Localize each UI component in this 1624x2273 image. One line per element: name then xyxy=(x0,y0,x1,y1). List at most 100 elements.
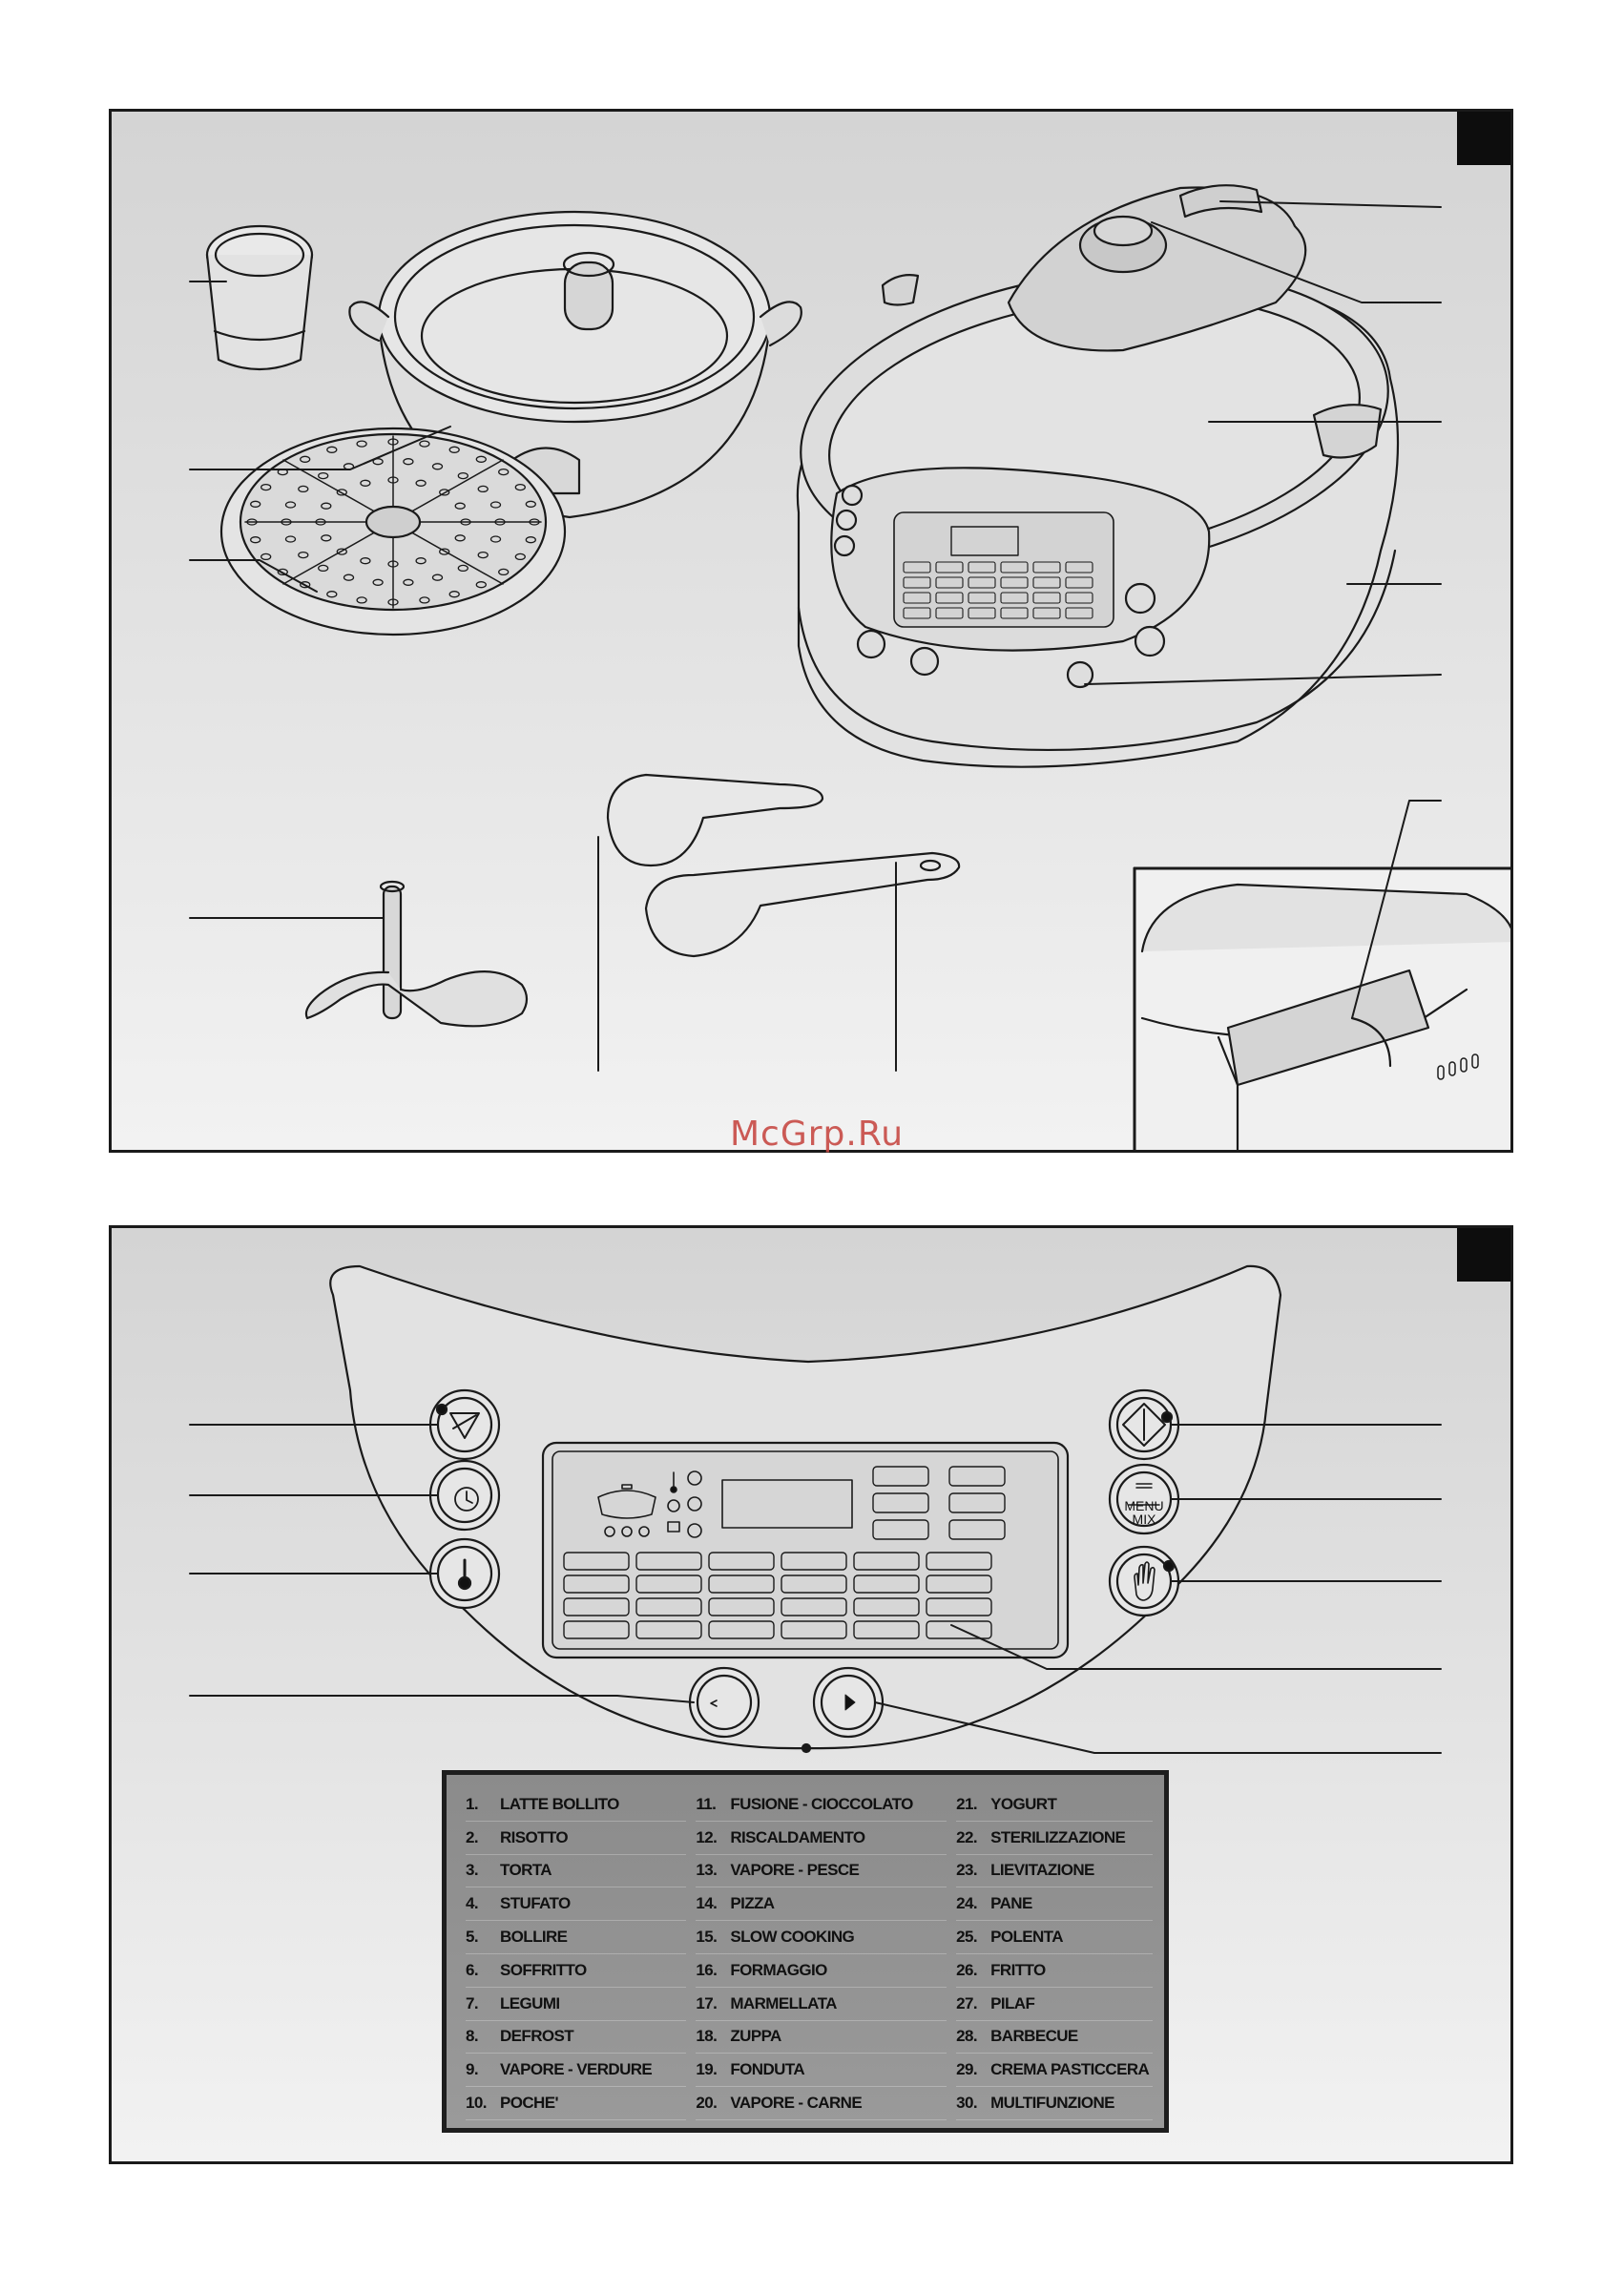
hour-plus-button[interactable] xyxy=(688,1666,760,1739)
program-number: 30. xyxy=(956,2094,977,2113)
thermometer-icon xyxy=(457,1558,472,1591)
basket-hole xyxy=(475,581,487,589)
lid-panel-key xyxy=(903,561,931,573)
program-label: FRITTO xyxy=(990,1960,1046,1979)
program-label: CREMA PASTICCERA xyxy=(990,2060,1150,2079)
timer-button[interactable] xyxy=(428,1459,501,1532)
program-row: 5. BOLLIRE xyxy=(466,1921,687,1954)
basket-hole xyxy=(419,596,430,604)
program-label: VAPORE - PESCE xyxy=(730,1861,860,1880)
program-number: 12. xyxy=(696,1827,718,1846)
program-key xyxy=(708,1620,775,1639)
program-number: 11. xyxy=(696,1794,717,1813)
figure-a-marker xyxy=(1457,112,1510,165)
basket-hole xyxy=(336,548,347,555)
control-panel-illustration xyxy=(189,1264,1442,1754)
basket-hole xyxy=(326,446,338,453)
lid-panel-key xyxy=(935,592,964,604)
manual-button[interactable] xyxy=(1108,1545,1180,1617)
hand-icon xyxy=(1134,1561,1156,1601)
program-label: DEFROST xyxy=(500,2027,574,2046)
program-number: 29. xyxy=(956,2060,977,2079)
start-button[interactable] xyxy=(1108,1388,1180,1461)
basket-hole xyxy=(439,489,450,496)
lid-panel-key xyxy=(1032,576,1061,589)
program-key xyxy=(926,1552,992,1571)
program-label: VAPORE - CARNE xyxy=(730,2094,863,2113)
basket-hole xyxy=(489,501,502,509)
program-label: FUSIONE - CIOCCOLATO xyxy=(730,1794,913,1813)
basket-hole xyxy=(498,468,510,476)
basket-hole xyxy=(460,518,471,526)
program-number: 15. xyxy=(696,1928,718,1947)
program-label: PILAF xyxy=(990,1993,1035,2012)
start-diamond-icon xyxy=(1122,1403,1166,1447)
basket-hole xyxy=(281,518,292,526)
basket-hole xyxy=(448,446,460,453)
play-triangle-icon xyxy=(844,1694,856,1711)
program-row: 23. LIEVITAZIONE xyxy=(956,1855,1153,1888)
basket-hole xyxy=(475,455,487,463)
program-row: 24.PANE xyxy=(956,1887,1153,1922)
cancel-button[interactable] xyxy=(428,1388,501,1461)
basket-hole xyxy=(336,489,347,496)
program-label: SLOW COOKING xyxy=(730,1928,855,1947)
lid-panel-key xyxy=(1000,561,1029,573)
program-key xyxy=(948,1466,1006,1487)
program-label: BARBECUE xyxy=(990,2027,1078,2046)
program-number: 16. xyxy=(696,1960,718,1979)
program-label: LIEVITAZIONE xyxy=(990,1861,1094,1880)
program-number: 5. xyxy=(466,1928,479,1947)
basket-hole xyxy=(372,458,384,466)
program-number: 10. xyxy=(466,2094,487,2113)
basket-hole xyxy=(454,502,466,510)
basket-hole xyxy=(321,534,332,542)
program-number: 9. xyxy=(466,2060,479,2079)
program-row: 26.FRITTO xyxy=(956,1954,1153,1988)
program-row: 28.BARBECUE xyxy=(956,2021,1153,2054)
program-row: 21.YOGURT xyxy=(956,1788,1153,1822)
basket-hole xyxy=(477,551,489,559)
program-key xyxy=(872,1492,929,1513)
program-row: 25.POLENTA xyxy=(956,1921,1153,1954)
program-label: STUFATO xyxy=(500,1894,571,1913)
steam-basket xyxy=(219,427,567,636)
program-key xyxy=(563,1620,630,1639)
program-key xyxy=(635,1552,702,1571)
basket-hole xyxy=(260,553,272,561)
program-row: 11. FUSIONE - CIOCCOLATO xyxy=(696,1788,947,1822)
minute-plus-button[interactable] xyxy=(812,1666,885,1739)
program-number: 22. xyxy=(956,1827,977,1846)
basket-hole xyxy=(419,440,430,448)
basket-hole xyxy=(494,518,506,526)
program-key xyxy=(948,1519,1006,1540)
mixing-paddle xyxy=(304,880,529,1028)
program-row: 4.STUFATO xyxy=(466,1887,687,1922)
lid-panel-key xyxy=(1032,592,1061,604)
temperature-button[interactable] xyxy=(428,1537,501,1610)
basket-hole xyxy=(277,568,288,576)
program-row: 29. CREMA PASTICCERA xyxy=(956,2054,1153,2088)
program-label: BOLLIRE xyxy=(500,1928,568,1947)
lid-panel-key xyxy=(1000,607,1029,619)
callout-leader-lines xyxy=(189,1424,1442,1754)
lid-panel-key xyxy=(968,592,996,604)
program-key xyxy=(635,1620,702,1639)
basket-hole xyxy=(246,518,258,526)
program-key xyxy=(781,1574,847,1594)
program-key xyxy=(635,1597,702,1616)
basket-hole xyxy=(356,596,367,604)
program-label: YOGURT xyxy=(990,1794,1057,1813)
program-number: 17. xyxy=(696,1993,718,2012)
program-number: 23. xyxy=(956,1861,977,1880)
detail-inset xyxy=(1133,866,1510,1150)
callout-leader-lines xyxy=(189,200,1442,1072)
basket-hole xyxy=(529,518,540,526)
basket-hole xyxy=(250,500,261,508)
lid-panel-key xyxy=(1000,592,1029,604)
basket-hole xyxy=(387,598,399,606)
basket-hole xyxy=(372,578,384,586)
program-label: TORTA xyxy=(500,1861,552,1880)
program-key xyxy=(708,1574,775,1594)
